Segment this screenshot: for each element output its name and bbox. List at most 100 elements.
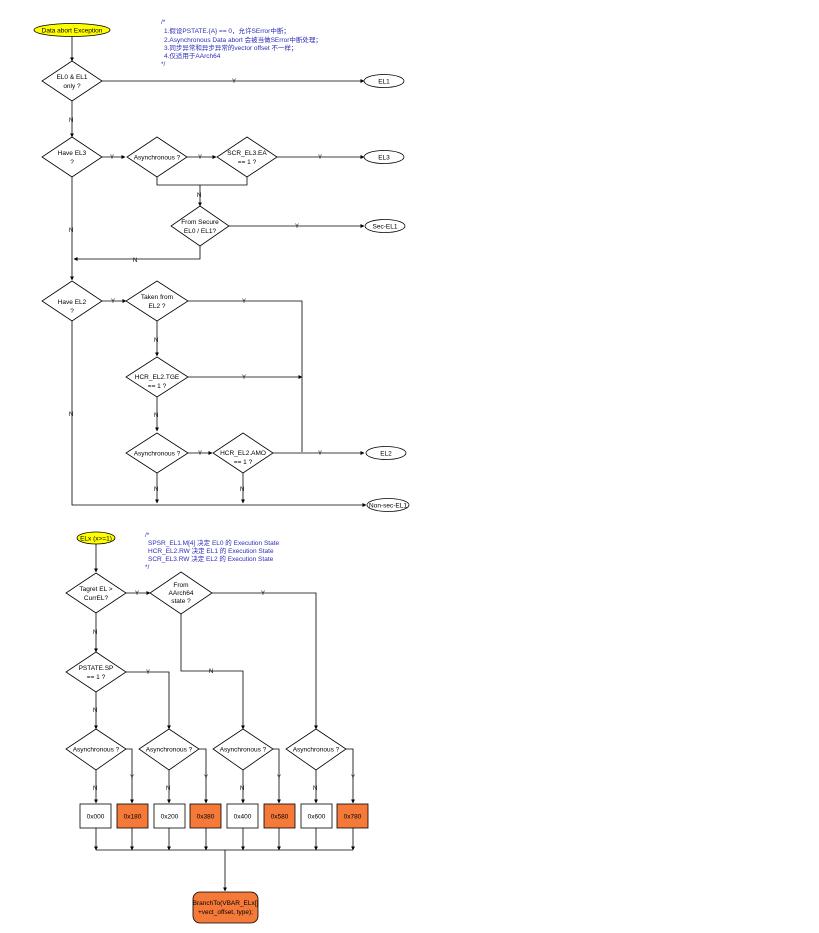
svg-text:EL2: EL2 bbox=[380, 450, 392, 457]
diagram1-nodes: Data abort Exception /* 1.假设PSTATE.{A} =… bbox=[33, 19, 410, 512]
svg-text:0x600: 0x600 bbox=[308, 814, 326, 821]
svg-text:HCR_EL2.TGE: HCR_EL2.TGE bbox=[135, 374, 180, 381]
svg-text:0x580: 0x580 bbox=[271, 814, 289, 821]
edge-label-y: Y bbox=[130, 775, 134, 781]
svg-text:AArch64: AArch64 bbox=[169, 590, 194, 597]
svg-text:HCR_EL2.RW 决定 EL1 的 Executio: HCR_EL2.RW 决定 EL1 的 Execution State bbox=[148, 546, 274, 555]
diagram1-connectors bbox=[70, 36, 367, 507]
start-node-elx: ELx (x>=1) bbox=[76, 531, 116, 545]
svg-text:== 1 ?: == 1 ? bbox=[234, 459, 253, 466]
decision-taken-from-el2: Taken from EL2 ? bbox=[125, 280, 189, 322]
note-block-1: /* 1.假设PSTATE.{A} == 0，允许SError中断； 2.Asy… bbox=[161, 19, 322, 68]
svg-text:HCR_EL2.AMO: HCR_EL2.AMO bbox=[220, 450, 266, 457]
svg-text:Asynchronous ?: Asynchronous ? bbox=[134, 451, 181, 458]
edge-label-n: N bbox=[240, 786, 244, 792]
svg-text:0x780: 0x780 bbox=[344, 814, 362, 821]
edge-label-y: Y bbox=[351, 775, 355, 781]
svg-text:3.同步异常和异步异常的vector offset 不一样；: 3.同步异常和异步异常的vector offset 不一样； bbox=[164, 43, 298, 52]
edge-label-n: N bbox=[240, 487, 244, 493]
edge-label-n: N bbox=[133, 258, 137, 264]
edge-label-y: Y bbox=[198, 155, 202, 161]
svg-text:Have EL3: Have EL3 bbox=[58, 150, 87, 157]
svg-text:From Secure: From Secure bbox=[181, 219, 219, 226]
svg-text:?: ? bbox=[70, 159, 74, 166]
edge-label-y: Y bbox=[204, 775, 208, 781]
svg-text:Non-sec-EL1: Non-sec-EL1 bbox=[369, 502, 407, 509]
svg-text:Have EL2: Have EL2 bbox=[58, 299, 87, 306]
edge-label-n: N bbox=[69, 412, 73, 418]
diagram2-connectors bbox=[94, 544, 355, 892]
decision-asynchronous-4: Asynchronous ? bbox=[285, 728, 347, 771]
edge-label-n: N bbox=[154, 413, 158, 419]
svg-text:CurrEL?: CurrEL? bbox=[84, 595, 109, 602]
terminal-el2: EL2 bbox=[365, 446, 407, 460]
decision-el0-el1-only: EL0 & EL1 only ? bbox=[41, 60, 103, 102]
svg-text:Tagret EL >: Tagret EL > bbox=[79, 586, 112, 593]
svg-text:0x380: 0x380 bbox=[197, 814, 215, 821]
svg-text:ELx (x>=1): ELx (x>=1) bbox=[80, 535, 112, 542]
terminal-sec-el1: Sec-EL1 bbox=[364, 219, 406, 233]
svg-text:only ?: only ? bbox=[63, 83, 81, 90]
svg-text:/*: /* bbox=[145, 532, 150, 539]
edge-label-n: N bbox=[197, 193, 201, 199]
decision-have-el3: Have EL3 ? bbox=[41, 136, 103, 178]
start-label: Data abort Exception bbox=[42, 27, 103, 34]
decision-have-el2: Have EL2 ? bbox=[41, 280, 103, 322]
svg-text:Asynchronous ?: Asynchronous ? bbox=[146, 747, 193, 754]
svg-text:EL2 ?: EL2 ? bbox=[149, 303, 166, 310]
edge-label-y: Y bbox=[111, 299, 115, 305]
vector-box-0x000: 0x000 bbox=[79, 803, 112, 829]
edge-label-n: N bbox=[154, 338, 158, 344]
decision-pstate-sp: PSTATE.SP == 1 ? bbox=[65, 651, 127, 693]
decision-asynchronous-b: Asynchronous ? bbox=[125, 432, 189, 474]
vector-box-0x200: 0x200 bbox=[153, 803, 186, 829]
edge-label-n: N bbox=[93, 708, 97, 714]
svg-text:*/: */ bbox=[145, 564, 150, 571]
svg-text:SPSR_EL1.M[4] 决定 EL0 的 Execu: SPSR_EL1.M[4] 决定 EL0 的 Execution State bbox=[148, 538, 280, 547]
edge-label-y: Y bbox=[110, 155, 114, 161]
edge-label-y: Y bbox=[261, 591, 265, 597]
edge-label-n: N bbox=[93, 630, 97, 636]
vector-box-0x780: 0x780 bbox=[336, 803, 369, 829]
edge-label-y: Y bbox=[295, 224, 299, 230]
vector-box-0x380: 0x380 bbox=[189, 803, 222, 829]
svg-text:0x180: 0x180 bbox=[124, 814, 142, 821]
vector-box-0x600: 0x600 bbox=[300, 803, 333, 829]
svg-text:== 1 ?: == 1 ? bbox=[238, 159, 257, 166]
decision-asynchronous-3: Asynchronous ? bbox=[212, 728, 274, 771]
svg-text:SCR_EL3.EA: SCR_EL3.EA bbox=[227, 150, 267, 157]
edge-label-n: N bbox=[69, 118, 73, 124]
svg-text:== 1 ?: == 1 ? bbox=[148, 383, 167, 390]
decision-hcr-el2-amo: HCR_EL2.AMO == 1 ? bbox=[212, 432, 274, 474]
svg-text:?: ? bbox=[70, 308, 74, 315]
svg-text:*/: */ bbox=[161, 61, 166, 68]
svg-text:Asynchronous ?: Asynchronous ? bbox=[220, 747, 267, 754]
edge-label-y: Y bbox=[232, 79, 236, 85]
svg-text:EL3: EL3 bbox=[378, 154, 390, 161]
edge-label-n: N bbox=[69, 228, 73, 234]
svg-text:EL1: EL1 bbox=[378, 78, 390, 85]
branch-to-vbar-node: BranchTo(VBAR_ELx[] +vect_offset, type); bbox=[192, 891, 259, 924]
vector-box-0x580: 0x580 bbox=[263, 803, 296, 829]
edge-label-n: N bbox=[166, 786, 170, 792]
decision-hcr-el2-tge: HCR_EL2.TGE == 1 ? bbox=[125, 356, 189, 398]
edge-label-y: Y bbox=[198, 451, 202, 457]
edge-label-y: Y bbox=[242, 299, 246, 305]
svg-text:Asynchronous ?: Asynchronous ? bbox=[293, 747, 340, 754]
diagram2-edge-labels: Y Y N Y N N N Y N Y N Y N Y bbox=[93, 591, 355, 792]
diagram1-edge-labels: Y N Y Y Y N Y N N Y Y N Y N N Y Y N N bbox=[69, 79, 322, 493]
vector-box-0x180: 0x180 bbox=[116, 803, 149, 829]
edge-label-n: N bbox=[209, 669, 213, 675]
svg-text:/*: /* bbox=[161, 19, 166, 26]
decision-scr-el3-ea: SCR_EL3.EA == 1 ? bbox=[216, 136, 278, 178]
svg-text:Asynchronous ?: Asynchronous ? bbox=[134, 155, 181, 162]
svg-text:1.假设PSTATE.{A} == 0，允许SError中断: 1.假设PSTATE.{A} == 0，允许SError中断； bbox=[164, 26, 290, 35]
terminal-el3: EL3 bbox=[363, 150, 405, 164]
edge-label-y: Y bbox=[146, 670, 150, 676]
diagram2-nodes: ELx (x>=1) /* SPSR_EL1.M[4] 决定 EL0 的 Exe… bbox=[65, 531, 369, 924]
edge-label-y: Y bbox=[318, 155, 322, 161]
svg-text:state ?: state ? bbox=[171, 598, 191, 605]
svg-text:2.Asynchronous Data abort 会被当做: 2.Asynchronous Data abort 会被当做SError中断处理… bbox=[164, 35, 322, 44]
svg-text:+vect_offset, type);: +vect_offset, type); bbox=[198, 909, 253, 916]
